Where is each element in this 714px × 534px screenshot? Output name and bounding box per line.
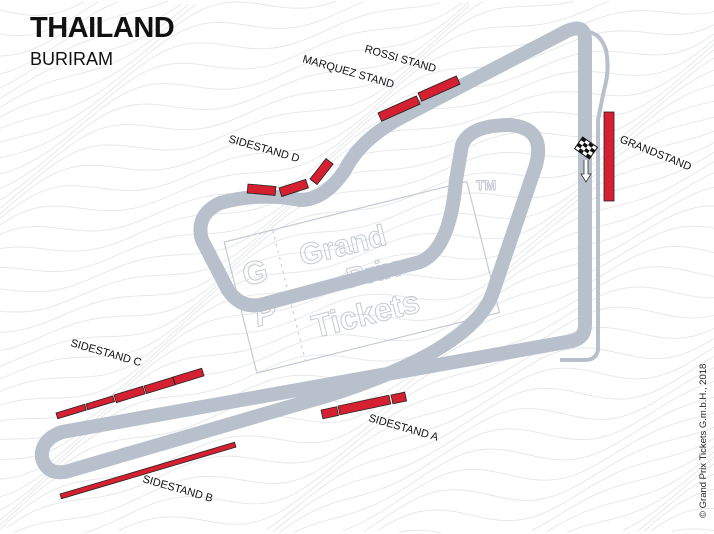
contour-line bbox=[265, 356, 714, 531]
contour-line bbox=[118, 346, 714, 531]
contour-line bbox=[650, 508, 714, 532]
contour-line bbox=[0, 116, 714, 380]
contour-line bbox=[0, 0, 120, 57]
stand-rossi[interactable] bbox=[417, 75, 461, 102]
contour-line bbox=[342, 412, 714, 532]
contour-line bbox=[0, 2, 463, 159]
contour-line bbox=[0, 3, 197, 108]
stand-sidestand-c-1[interactable] bbox=[55, 403, 87, 420]
contour-line bbox=[83, 338, 714, 534]
contour-line bbox=[0, 186, 714, 480]
contour-line bbox=[0, 205, 714, 498]
contour-line bbox=[0, 246, 714, 520]
contour-line bbox=[377, 438, 714, 531]
stand-sidestand-c-3[interactable] bbox=[113, 385, 146, 404]
stand-sidestand-a-3[interactable] bbox=[390, 391, 408, 405]
contour-line bbox=[0, 33, 714, 236]
contour-line bbox=[0, 0, 575, 209]
stand-marquez[interactable] bbox=[377, 95, 421, 122]
contour-line bbox=[0, 57, 714, 313]
checkered-flag-icon bbox=[573, 136, 599, 160]
contour-line bbox=[643, 488, 714, 532]
contour-line bbox=[545, 451, 714, 533]
stand-sidestand-c-4[interactable] bbox=[143, 376, 176, 395]
contour-line bbox=[0, 142, 714, 406]
contour-line bbox=[0, 1, 85, 16]
stand-grandstand[interactable] bbox=[603, 111, 615, 202]
contour-line bbox=[272, 367, 714, 532]
stand-sidestand-c-5[interactable] bbox=[172, 367, 205, 386]
race-track bbox=[34, 21, 592, 480]
contour-line bbox=[398, 446, 714, 534]
pit-lane bbox=[560, 30, 610, 362]
label-sidestand-d: SIDESTAND D bbox=[227, 133, 301, 165]
contour-line bbox=[0, 84, 714, 352]
contour-line bbox=[0, 100, 714, 367]
stand-sidestand-b[interactable] bbox=[59, 441, 237, 500]
contour-line bbox=[636, 473, 714, 532]
stands bbox=[55, 75, 615, 500]
contour-line bbox=[0, 10, 714, 219]
contour-line bbox=[0, 2, 442, 143]
contour-line bbox=[0, 1, 365, 129]
stand-sidestand-d-3[interactable] bbox=[309, 157, 334, 186]
label-sidestand-c: SIDESTAND C bbox=[69, 337, 143, 369]
watermark-g: G bbox=[238, 252, 271, 293]
contour-line bbox=[0, 130, 714, 392]
contour-line bbox=[671, 528, 714, 532]
contour-line bbox=[0, 1, 470, 175]
contour-line bbox=[0, 0, 484, 201]
label-sidestand-b: SIDESTAND B bbox=[141, 473, 214, 505]
country-title: THAILAND bbox=[30, 12, 175, 44]
label-sidestand-a: SIDESTAND A bbox=[367, 412, 440, 444]
contour-line bbox=[0, 5, 470, 189]
contour-line bbox=[0, 3, 183, 89]
trademark: TM bbox=[476, 177, 496, 193]
contour-line bbox=[0, 0, 337, 118]
stand-sidestand-d-2[interactable] bbox=[278, 178, 309, 198]
stand-sidestand-a-2[interactable] bbox=[337, 394, 392, 416]
contour-line bbox=[0, 1, 99, 37]
contour-line bbox=[293, 396, 714, 533]
circuit-location: BURIRAM bbox=[30, 49, 114, 69]
stand-sidestand-a-1[interactable] bbox=[320, 406, 339, 420]
contour-line bbox=[279, 381, 714, 533]
label-grandstand: GRANDSTAND bbox=[618, 134, 693, 174]
contour-line bbox=[0, 0, 610, 215]
contour-line bbox=[0, 0, 169, 75]
contour-line bbox=[622, 463, 714, 531]
direction-arrow-icon bbox=[580, 160, 592, 183]
contour-line bbox=[0, 39, 714, 252]
contour-line bbox=[363, 426, 714, 532]
contour-line bbox=[566, 456, 714, 533]
stand-sidestand-c-2[interactable] bbox=[85, 395, 116, 411]
contour-line bbox=[0, 3, 190, 99]
copyright-text: © Grand Prix Tickets G.m.b.H., 2018 bbox=[698, 364, 709, 518]
stand-sidestand-d-1[interactable] bbox=[246, 183, 277, 196]
